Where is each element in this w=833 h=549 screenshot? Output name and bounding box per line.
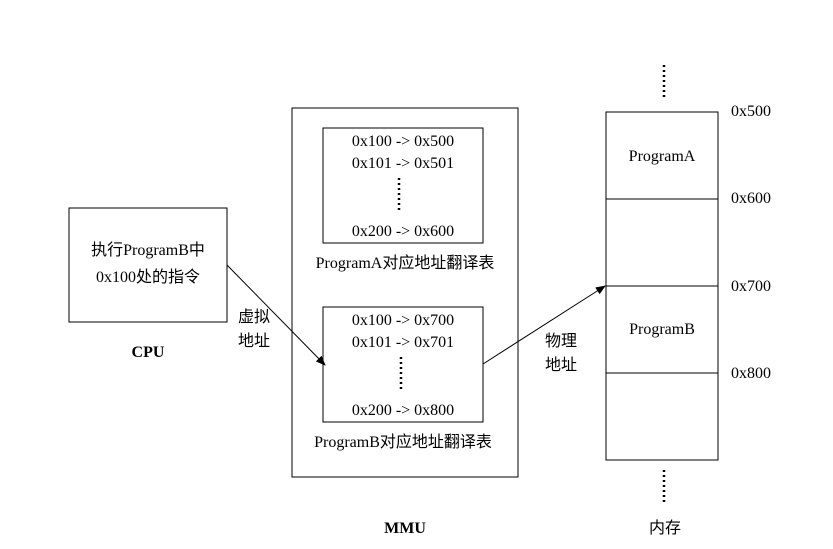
table-b-row: 0x101 -> 0x701 — [352, 334, 454, 351]
cpu-instruction-line1: 执行ProgramB中 — [91, 241, 205, 259]
table-b-row: 0x200 -> 0x800 — [352, 402, 454, 419]
mmu-label: MMU — [384, 520, 426, 537]
physical-address-arrow — [482, 285, 606, 365]
virtual-address-arrow — [226, 264, 326, 366]
memory-address-label: 0x700 — [731, 278, 771, 295]
memory-address-label: 0x800 — [731, 365, 771, 382]
mmu-box — [291, 107, 519, 478]
virtual-address-label-line1: 虚拟 — [238, 308, 270, 326]
memory-address-label: 0x500 — [731, 103, 771, 120]
memory-label: 内存 — [649, 519, 681, 537]
table-a-caption: ProgramA对应地址翻译表 — [316, 253, 495, 272]
program-a-table — [322, 127, 484, 244]
cpu-box — [68, 207, 228, 323]
memory-segment-label: ProgramB — [629, 321, 695, 338]
memory-segment-label: ProgramA — [629, 148, 696, 165]
program-b-table — [322, 306, 484, 423]
memory-address-label: 0x600 — [731, 190, 771, 207]
table-a-row: 0x100 -> 0x500 — [352, 133, 454, 150]
physical-address-label-line1: 物理 — [545, 332, 577, 350]
virtual-address-label-line2: 地址 — [238, 332, 270, 350]
table-b-row: 0x100 -> 0x700 — [352, 312, 454, 329]
table-a-row: 0x101 -> 0x501 — [352, 155, 454, 172]
table-a-row: 0x200 -> 0x600 — [352, 223, 454, 240]
table-b-caption: ProgramB对应地址翻译表 — [314, 432, 492, 451]
cpu-label: CPU — [132, 344, 165, 361]
cpu-instruction-line2: 0x100处的指令 — [96, 268, 200, 286]
physical-address-label-line2: 地址 — [545, 356, 577, 374]
